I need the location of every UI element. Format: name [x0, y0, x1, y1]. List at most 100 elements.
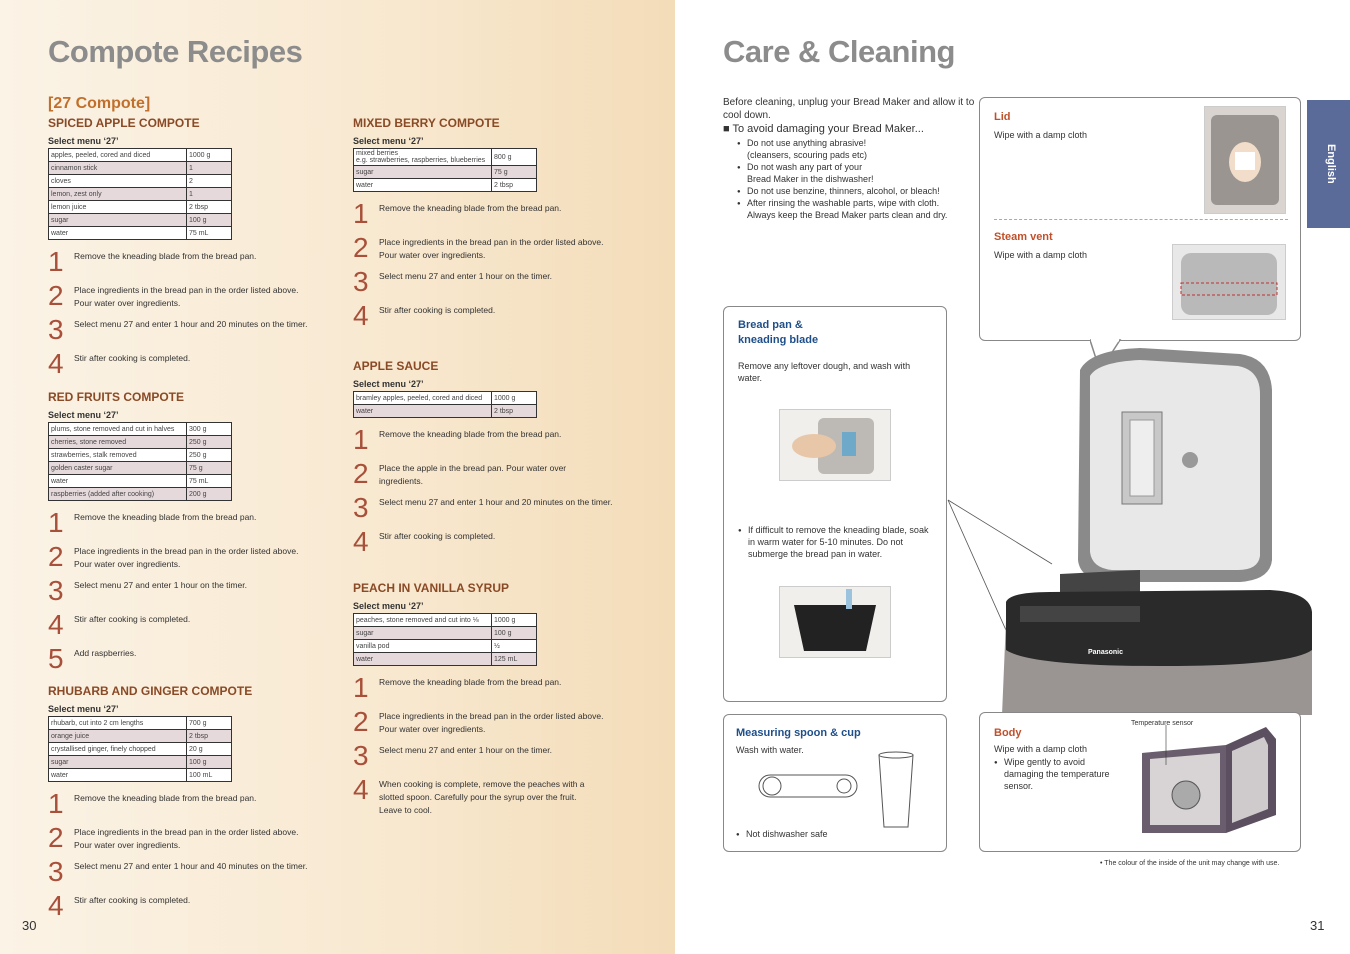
language-tab: English [1307, 100, 1350, 228]
ingredient-amount: 2 tbsp [491, 178, 537, 192]
ingredient-name: raspberries (added after cooking) [48, 487, 187, 501]
ingredient-name: water [48, 474, 187, 488]
bread-pan-wash-photo [779, 409, 891, 481]
bread-pan-title: Bread pan & kneading blade [738, 319, 819, 346]
step-text: Stir after cooking is completed. [74, 353, 191, 363]
ingredient-amount: 200 g [186, 487, 232, 501]
ingredient-table: mixed berries e.g. strawberries, raspber… [353, 148, 537, 192]
step-text: Select menu 27 and enter 1 hour and 20 m… [379, 497, 613, 507]
step-number: 3 [48, 575, 64, 606]
step-text: Remove the kneading blade from the bread… [379, 677, 562, 687]
ingredient-amount: 250 g [186, 448, 232, 462]
step-item: 3 Select menu 27 and enter 1 hour and 40 … [48, 858, 338, 892]
bread-pan-box: Bread pan & kneading blade Remove any le… [723, 306, 947, 702]
step-text: Place ingredients in the bread pan in th… [74, 546, 299, 569]
page-number-right: 31 [1310, 918, 1325, 933]
body-bullet: Wipe gently to avoid damaging the temper… [994, 756, 1122, 792]
ingredient-amount: 300 g [186, 422, 232, 436]
lid-title: Lid [994, 111, 1011, 123]
ingredient-amount: 250 g [186, 435, 232, 449]
bread-pan-soak-illustration [780, 587, 890, 657]
ingredient-name: mixed berries e.g. strawberries, raspber… [353, 148, 492, 166]
lid-text: Wipe with a damp cloth [994, 130, 1088, 140]
ingredient-name: strawberries, stalk removed [48, 448, 187, 462]
ingredient-name: plums, stone removed and cut in halves [48, 422, 187, 436]
ingredient-name: water [48, 226, 187, 240]
step-number: 3 [48, 856, 64, 887]
ingredient-name: water [353, 404, 492, 418]
ingredient-amount: 800 g [491, 148, 537, 166]
ingredient-amount: 100 mL [186, 768, 232, 782]
steps-list: 1 Remove the kneading blade from the brea… [353, 674, 643, 820]
ingredient-name: cinnamon stick [48, 161, 187, 175]
ingredient-name: cherries, stone removed [48, 435, 187, 449]
measuring-text: Wash with water. [736, 745, 804, 755]
step-text: Place the apple in the bread pan. Pour w… [379, 463, 567, 486]
step-item: 1 Remove the kneading blade from the brea… [353, 674, 643, 708]
select-menu-label: Select menu ‘27’ [353, 136, 424, 146]
ingredient-amount: ½ [491, 639, 537, 653]
section-heading: [27 Compote] [48, 95, 151, 112]
ingredient-name: sugar [353, 626, 492, 640]
step-text: Remove the kneading blade from the bread… [74, 251, 257, 261]
body-title: Body [994, 727, 1022, 739]
intro-bullet: Do not use benzine, thinners, alcohol, o… [737, 185, 983, 198]
intro-bullet: Do not wash any part of your Bread Maker… [737, 161, 983, 185]
ingredient-name: vanilla pod [353, 639, 492, 653]
ingredient-name: water [353, 178, 492, 192]
cleaning-intro: Before cleaning, unplug your Bread Maker… [723, 96, 983, 221]
ingredient-name: bramley apples, peeled, cored and diced [353, 391, 492, 405]
step-number: 1 [353, 672, 369, 703]
steam-vent-title: Steam vent [994, 231, 1053, 243]
step-text: Select menu 27 and enter 1 hour on the t… [379, 271, 552, 281]
step-text: Select menu 27 and enter 1 hour on the t… [74, 580, 247, 590]
step-text: Select menu 27 and enter 1 hour and 20 m… [74, 319, 308, 329]
ingredient-amount: 100 g [491, 626, 537, 640]
ingredient-name: rhubarb, cut into 2 cm lengths [48, 716, 187, 730]
step-number: 2 [48, 280, 64, 311]
step-number: 4 [48, 609, 64, 640]
step-text: Select menu 27 and enter 1 hour and 40 m… [74, 861, 308, 871]
measuring-spoon-icon [758, 774, 858, 798]
step-text: When cooking is complete, remove the pea… [379, 779, 585, 815]
bread-pan-text: Remove any leftover dough, and wash with… [738, 361, 911, 383]
step-text: Place ingredients in the bread pan in th… [74, 827, 299, 850]
lid-cleaning-photo [1204, 106, 1286, 214]
step-text: Remove the kneading blade from the bread… [379, 203, 562, 213]
ingredient-name: sugar [48, 755, 187, 769]
measuring-bullet: Not dishwasher safe [736, 828, 828, 841]
step-number: 4 [353, 774, 369, 805]
lid-vent-divider [994, 219, 1288, 220]
ingredient-amount: 75 g [186, 461, 232, 475]
